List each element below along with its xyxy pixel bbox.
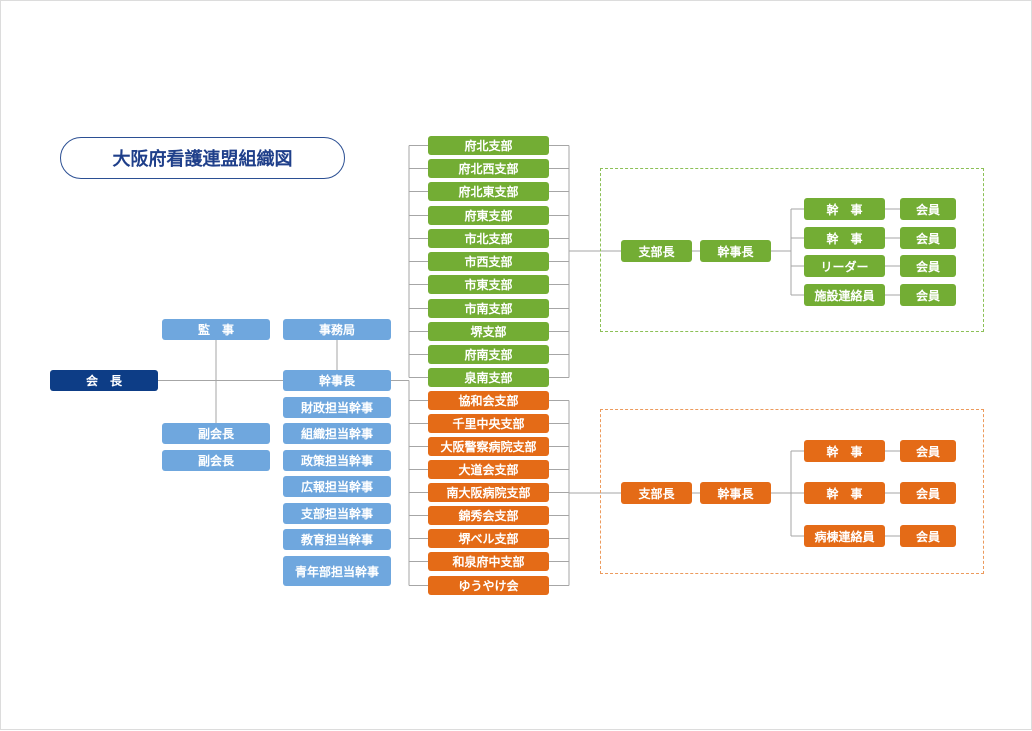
green-branch-secretary-box: 幹事長	[700, 240, 771, 262]
green-branch-box: 泉南支部	[428, 368, 549, 387]
officer-box: 支部担当幹事	[283, 503, 391, 524]
green-member-box: 会員	[900, 198, 956, 220]
green-branch-box: 市南支部	[428, 299, 549, 318]
orange-branch-box: 千里中央支部	[428, 414, 549, 433]
green-role-box: 幹 事	[804, 198, 885, 220]
green-member-box: 会員	[900, 284, 956, 306]
green-detail-frame	[600, 168, 984, 332]
green-role-box: 幹 事	[804, 227, 885, 249]
orange-branch-box: ゆうやけ会	[428, 576, 549, 595]
officer-box: 政策担当幹事	[283, 450, 391, 471]
orange-detail-frame	[600, 409, 984, 574]
officer-box: 組織担当幹事	[283, 423, 391, 444]
green-branch-box: 市東支部	[428, 275, 549, 294]
officer-box: 広報担当幹事	[283, 476, 391, 497]
officer-box: 青年部担当幹事	[283, 556, 391, 586]
orange-branch-secretary-box: 幹事長	[700, 482, 771, 504]
officer-box: 財政担当幹事	[283, 397, 391, 418]
orange-branch-box: 南大阪病院支部	[428, 483, 549, 502]
orange-member-box: 会員	[900, 440, 956, 462]
vice-president-box: 副会長	[162, 450, 270, 471]
vice-president-box: 副会長	[162, 423, 270, 444]
green-branch-box: 府北支部	[428, 136, 549, 155]
secretary-general-box: 幹事長	[283, 370, 391, 391]
green-branch-box: 堺支部	[428, 322, 549, 341]
green-role-box: 施設連絡員	[804, 284, 885, 306]
orange-role-box: 幹 事	[804, 482, 885, 504]
green-branch-box: 府北東支部	[428, 182, 549, 201]
green-branch-box: 市西支部	[428, 252, 549, 271]
orange-role-box: 病棟連絡員	[804, 525, 885, 547]
auditor-box: 監 事	[162, 319, 270, 340]
orange-branch-box: 大阪警察病院支部	[428, 437, 549, 456]
orange-branch-head-box: 支部長	[621, 482, 692, 504]
green-branch-box: 府北西支部	[428, 159, 549, 178]
orange-branch-box: 大道会支部	[428, 460, 549, 479]
orange-member-box: 会員	[900, 525, 956, 547]
green-branch-box: 府東支部	[428, 206, 549, 225]
green-branch-box: 府南支部	[428, 345, 549, 364]
president-box: 会 長	[50, 370, 158, 391]
green-member-box: 会員	[900, 227, 956, 249]
officer-box: 教育担当幹事	[283, 529, 391, 550]
green-branch-head-box: 支部長	[621, 240, 692, 262]
orange-branch-box: 和泉府中支部	[428, 552, 549, 571]
green-member-box: 会員	[900, 255, 956, 277]
green-role-box: リーダー	[804, 255, 885, 277]
chart-title: 大阪府看護連盟組織図	[60, 137, 345, 179]
orange-branch-box: 堺ベル支部	[428, 529, 549, 548]
orange-role-box: 幹 事	[804, 440, 885, 462]
secretariat-box: 事務局	[283, 319, 391, 340]
orange-branch-box: 錦秀会支部	[428, 506, 549, 525]
orange-member-box: 会員	[900, 482, 956, 504]
green-branch-box: 市北支部	[428, 229, 549, 248]
orange-branch-box: 協和会支部	[428, 391, 549, 410]
